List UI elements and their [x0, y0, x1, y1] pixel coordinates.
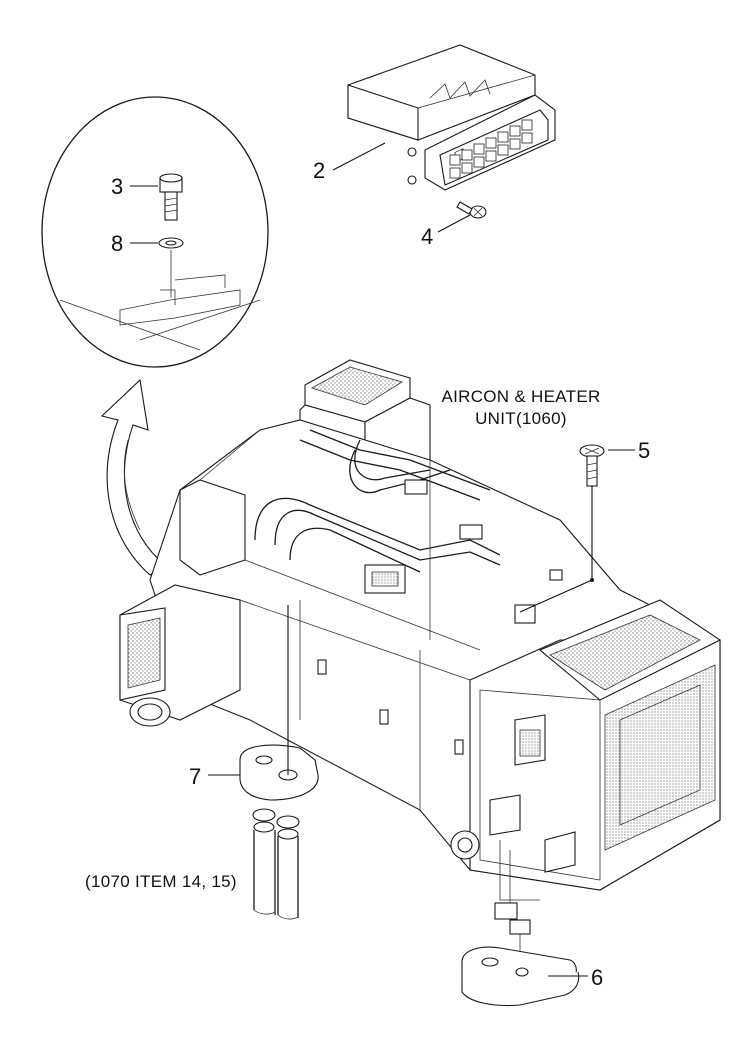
grommet-part-7 — [239, 744, 319, 801]
callout-4: 4 — [421, 224, 433, 249]
leader-lines — [130, 142, 635, 977]
bolt-part-3 — [159, 173, 183, 221]
screw-part-4 — [456, 201, 487, 219]
detail-view-circle — [41, 96, 269, 368]
drain-tubes — [252, 808, 300, 920]
detail-arrow — [100, 378, 166, 576]
drain-fitting — [494, 902, 531, 960]
grommet-part-6 — [461, 946, 580, 1007]
callout-2: 2 — [313, 158, 325, 183]
callout-5: 5 — [638, 438, 650, 463]
hvac-unit-body — [119, 359, 722, 905]
unit-caption-line1: AIRCON & HEATER — [441, 387, 600, 406]
control-panel-part-2 — [347, 44, 556, 191]
callout-7: 7 — [189, 764, 201, 789]
washer-part-8 — [158, 237, 184, 249]
unit-caption-line2: UNIT(1060) — [475, 409, 567, 428]
screw-part-5 — [579, 444, 605, 487]
callout-8: 8 — [111, 231, 123, 256]
callout-3: 3 — [111, 174, 123, 199]
callout-6: 6 — [591, 965, 603, 990]
reference-note: (1070 ITEM 14, 15) — [85, 872, 237, 891]
